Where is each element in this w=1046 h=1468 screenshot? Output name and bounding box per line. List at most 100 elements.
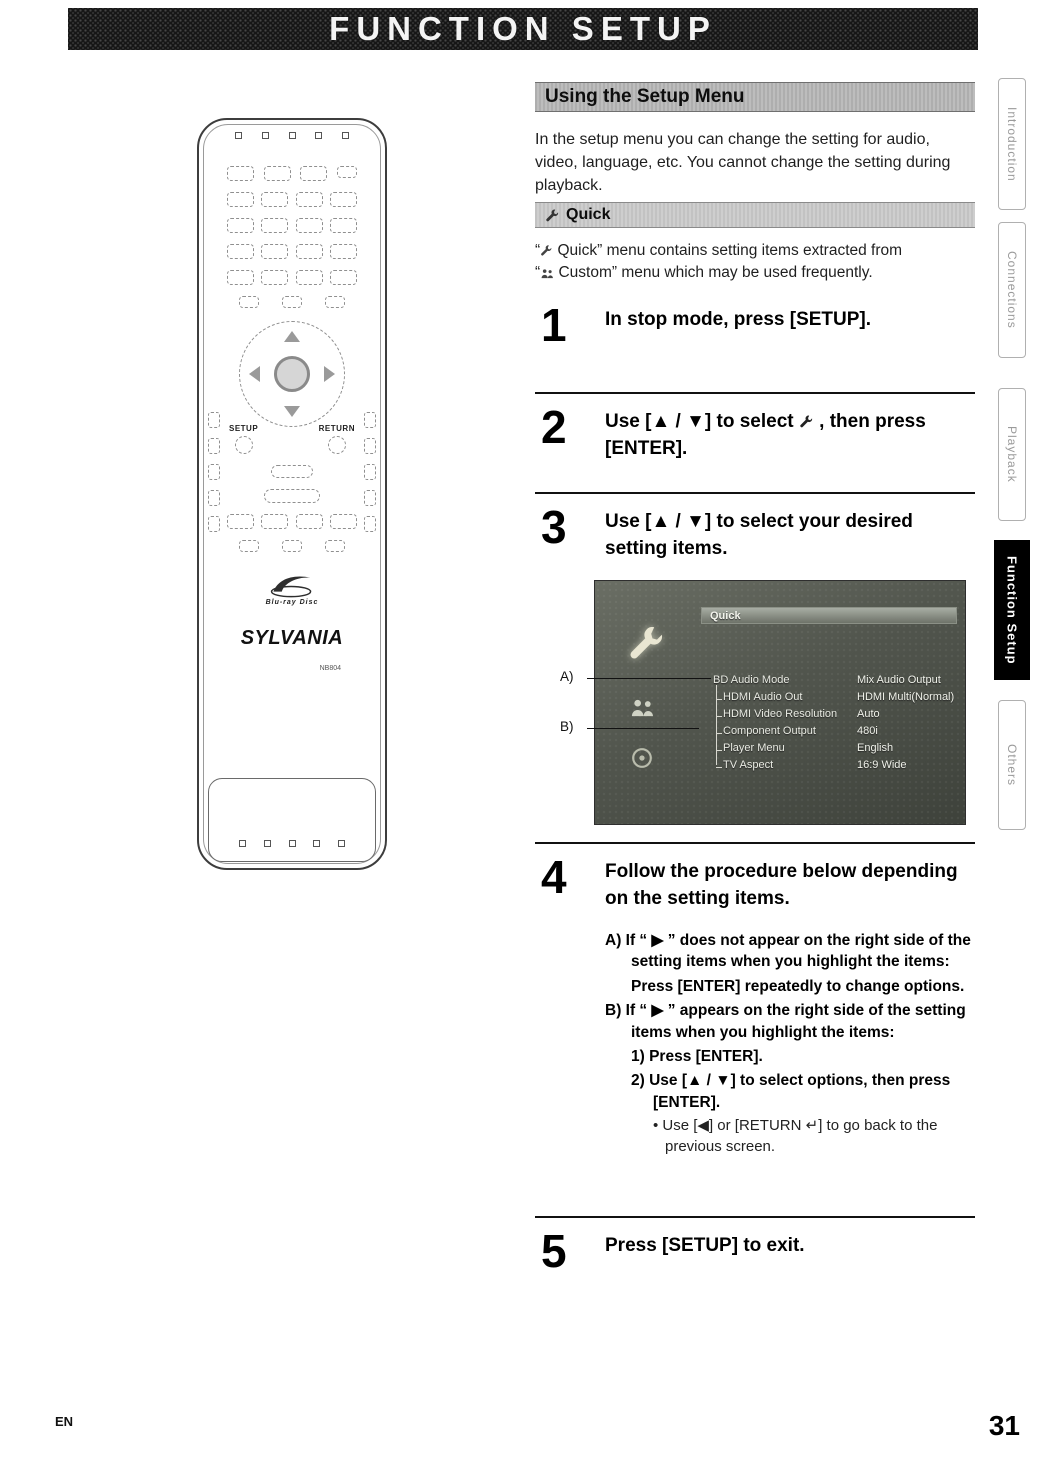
- menu-item-value: Mix Audio Output: [857, 673, 941, 686]
- menu-item-label: Player Menu: [713, 742, 857, 754]
- wrench-icon: [541, 245, 552, 256]
- step-number: 4: [541, 851, 567, 903]
- chapter-tab-label: Playback: [1005, 426, 1019, 483]
- page-title: FUNCTION SETUP: [329, 10, 717, 47]
- quick-note-line2: “ Custom” menu which may be used frequen…: [535, 262, 975, 284]
- custom-icon: [541, 269, 554, 279]
- menu-item-label: TV Aspect: [713, 759, 857, 771]
- step2-text-before: Use [▲ / ▼] to select: [605, 411, 794, 432]
- menu-title-bar: Quick: [701, 607, 957, 624]
- bluray-logo: Blu-ray Disc: [227, 573, 357, 606]
- menu-item-row: Player Menu English: [713, 739, 961, 756]
- return-button: [327, 436, 346, 454]
- remote-return-label: RETURN: [318, 424, 355, 433]
- menu-other-icon: [632, 748, 652, 768]
- page-header: FUNCTION SETUP: [68, 8, 978, 50]
- step-3: 3 Use [▲ / ▼] to select your desired set…: [535, 504, 975, 562]
- section-title: Using the Setup Menu: [545, 86, 745, 107]
- menu-item-row: HDMI Audio Out HDMI Multi(Normal): [713, 688, 961, 705]
- arrow-right-icon: [324, 366, 335, 382]
- step-2: 2 Use [▲ / ▼] to select , then press [EN…: [535, 404, 975, 462]
- quick-title: Quick: [566, 206, 611, 223]
- menu-item-value: Auto: [857, 707, 880, 720]
- section-intro-text: In the setup menu you can change the set…: [535, 131, 951, 195]
- step-5: 5 Press [SETUP] to exit.: [535, 1228, 975, 1274]
- divider: [535, 842, 975, 844]
- quick-note-line1: “ Quick” menu contains setting items ext…: [535, 240, 975, 262]
- chapter-tab-label: Others: [1005, 743, 1019, 786]
- step4-case-a-heading: A) If “ ▶ ” does not appear on the right…: [605, 932, 971, 971]
- remote-dpad: [239, 321, 345, 427]
- step-number: 1: [541, 299, 567, 351]
- menu-item-value: 16:9 Wide: [857, 758, 907, 771]
- menu-item-label: HDMI Audio Out: [713, 691, 857, 703]
- menu-item-row: BD Audio Mode Mix Audio Output: [713, 671, 961, 688]
- page-number: 31: [988, 1410, 1020, 1441]
- enter-button: [274, 356, 310, 392]
- chapter-tab-function-setup: Function Setup: [994, 540, 1030, 680]
- setup-menu-screenshot: Quick BD Audio Mode Mix Audio Output HDM…: [594, 580, 966, 825]
- menu-item-label: BD Audio Mode: [713, 673, 790, 686]
- remote-illustration: SETUP RETURN Blu-ray Disc SYLVANIA: [197, 118, 387, 870]
- menu-item-value: 480i: [857, 724, 878, 737]
- divider: [535, 492, 975, 494]
- bluray-logo-icon: [270, 576, 312, 598]
- menu-item-row: Component Output 480i: [713, 722, 961, 739]
- remote-left-button-column: [208, 412, 220, 532]
- menu-tree-line: [716, 685, 717, 765]
- callout-b-line: [587, 728, 699, 729]
- menu-title: Quick: [710, 609, 741, 622]
- step-number: 3: [541, 501, 567, 553]
- menu-quick-icon: [630, 627, 662, 659]
- quote-mark: “: [535, 242, 541, 259]
- step-4: 4 Follow the procedure below depending o…: [535, 854, 975, 912]
- chapter-tab-introduction: Introduction: [998, 78, 1026, 210]
- menu-item-value: HDMI Multi(Normal): [857, 690, 955, 703]
- quick-note-text2: Custom” menu which may be used frequentl…: [554, 264, 873, 282]
- chapter-tab-connections: Connections: [998, 222, 1026, 358]
- divider: [535, 1216, 975, 1218]
- menu-item-label: Component Output: [713, 725, 857, 737]
- step4-case-a-body: Press [ENTER] repeatedly to change optio…: [631, 977, 965, 995]
- step-text: Use [▲ / ▼] to select your desired setti…: [605, 511, 913, 559]
- chapter-tab-others: Others: [998, 700, 1026, 830]
- divider: [535, 392, 975, 394]
- arrow-left-icon: [249, 366, 260, 382]
- wrench-icon: [800, 415, 813, 428]
- chapter-tab-label: Introduction: [1005, 106, 1019, 182]
- step-text: Press [SETUP] to exit.: [605, 1235, 805, 1256]
- callout-a-label: A): [560, 669, 574, 684]
- menu-custom-icon: [631, 699, 653, 717]
- remote-setup-label: SETUP: [229, 424, 259, 433]
- chapter-tab-playback: Playback: [998, 388, 1026, 521]
- arrow-down-icon: [284, 406, 300, 417]
- wrench-icon: [546, 209, 559, 221]
- remote-battery-section: [208, 778, 376, 862]
- bluray-logo-text: Blu-ray Disc: [265, 599, 319, 606]
- remote-body-outline: [203, 124, 381, 864]
- step4-case-b-item2: 2) Use [▲ / ▼] to select options, then p…: [631, 1072, 951, 1111]
- arrow-up-icon: [284, 331, 300, 342]
- quick-heading-bar: Quick: [535, 202, 975, 228]
- chapter-tab-label: Function Setup: [1004, 555, 1020, 665]
- step4-case-b-note: • Use [◀] or [RETURN ↵] to go back to th…: [653, 1117, 938, 1155]
- step-text: Follow the procedure below depending on …: [605, 861, 958, 909]
- setup-button: [234, 436, 253, 454]
- menu-item-label: HDMI Video Resolution: [713, 708, 857, 720]
- footer-language: EN: [55, 1414, 74, 1429]
- step-1: 1 In stop mode, press [SETUP].: [535, 302, 975, 348]
- remote-right-button-column: [364, 412, 376, 532]
- section-heading-bar: Using the Setup Menu: [535, 82, 975, 112]
- step-number: 2: [541, 401, 567, 453]
- callout-b-label: B): [560, 719, 574, 734]
- quick-note: “ Quick” menu contains setting items ext…: [535, 240, 975, 285]
- brand-sylvania: SYLVANIA: [240, 627, 344, 649]
- step2-text-after: , then press [ENTER].: [605, 411, 926, 459]
- menu-items: BD Audio Mode Mix Audio Output HDMI Audi…: [713, 671, 961, 773]
- remote-bottom-buttons: [239, 840, 345, 847]
- chapter-tab-label: Connections: [1005, 251, 1019, 329]
- step4-case-b-heading: B) If “ ▶ ” appears on the right side of…: [605, 1002, 966, 1041]
- remote-dpad-labels: SETUP RETURN: [227, 424, 357, 454]
- quick-note-text1: Quick” menu contains setting items extra…: [553, 242, 903, 259]
